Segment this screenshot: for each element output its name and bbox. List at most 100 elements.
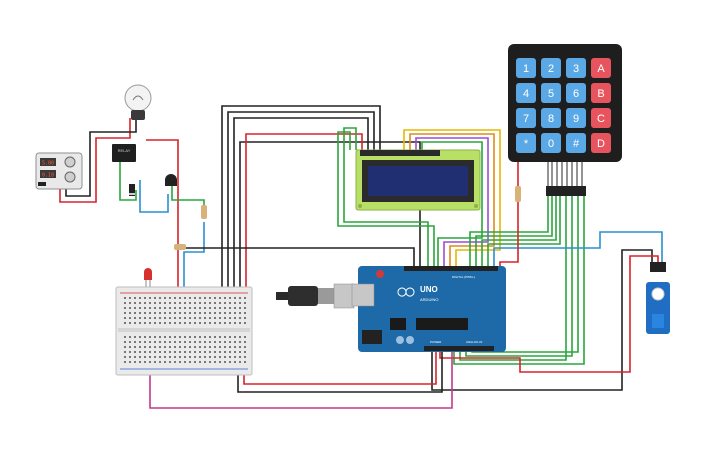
breadboard-hole bbox=[199, 312, 201, 314]
breadboard[interactable] bbox=[115, 286, 253, 376]
wire-black-2[interactable] bbox=[227, 111, 375, 290]
wire-black-3[interactable] bbox=[233, 117, 369, 290]
breadboard-hole bbox=[169, 336, 171, 338]
breadboard-hole bbox=[139, 322, 141, 324]
keypad-key-14[interactable] bbox=[566, 133, 586, 153]
keypad-key-10[interactable] bbox=[566, 108, 586, 128]
keypad-key-label: 9 bbox=[573, 113, 579, 125]
wire-keypad-6[interactable] bbox=[465, 196, 573, 357]
wire-relay-blue[interactable] bbox=[139, 180, 169, 213]
breadboard-hole bbox=[174, 307, 176, 309]
wire-servo-blue[interactable] bbox=[493, 231, 663, 268]
wire-red-resistor[interactable] bbox=[499, 160, 519, 268]
resistor-1[interactable] bbox=[201, 205, 207, 219]
wire-transistor-blue[interactable] bbox=[183, 222, 205, 292]
wire-red-lcd[interactable] bbox=[245, 133, 363, 290]
breadboard-hole bbox=[229, 322, 231, 324]
breadboard-hole bbox=[184, 356, 186, 358]
keypad-key-4[interactable] bbox=[516, 83, 536, 103]
servo-horn[interactable] bbox=[651, 287, 665, 301]
wire-relay-red[interactable] bbox=[146, 139, 179, 292]
arduino-reset-button[interactable] bbox=[376, 270, 384, 278]
led-red[interactable] bbox=[144, 268, 152, 292]
breadboard-hole bbox=[234, 356, 236, 358]
keypad-key-7[interactable] bbox=[591, 83, 611, 103]
keypad-key-15[interactable] bbox=[591, 133, 611, 153]
keypad-key-9[interactable] bbox=[541, 108, 561, 128]
resistor-2[interactable] bbox=[174, 244, 186, 250]
keypad-key-3[interactable] bbox=[591, 58, 611, 78]
keypad-key-1[interactable] bbox=[541, 58, 561, 78]
breadboard-hole bbox=[234, 312, 236, 314]
wire-green-lcd-1[interactable] bbox=[343, 127, 429, 268]
wire-black-bottom[interactable] bbox=[237, 350, 443, 393]
keypad-key-6[interactable] bbox=[566, 83, 586, 103]
wire-keypad-2[interactable] bbox=[475, 196, 553, 268]
breadboard-hole bbox=[159, 336, 161, 338]
usb-cable[interactable] bbox=[276, 283, 355, 309]
servo-motor[interactable] bbox=[646, 262, 670, 334]
wire-black-1[interactable] bbox=[221, 105, 381, 290]
power-knob-bottom[interactable] bbox=[64, 171, 76, 183]
breadboard-hole bbox=[149, 312, 151, 314]
breadboard-hole bbox=[244, 302, 246, 304]
breadboard-hole bbox=[189, 351, 191, 353]
breadboard-hole bbox=[174, 346, 176, 348]
wire-ps-red[interactable] bbox=[59, 118, 131, 203]
power-knob-top[interactable] bbox=[64, 156, 76, 168]
keypad-key-0[interactable] bbox=[516, 58, 536, 78]
wire-yellow-lcd[interactable] bbox=[403, 129, 501, 268]
wire-transistor-green[interactable] bbox=[171, 184, 205, 210]
wire-keypad-1[interactable] bbox=[469, 196, 549, 268]
wire-keypad-3[interactable] bbox=[481, 196, 557, 268]
wire-green-lcd-3[interactable] bbox=[421, 141, 483, 268]
breadboard-hole bbox=[144, 356, 146, 358]
breadboard-hole bbox=[209, 307, 211, 309]
diode[interactable] bbox=[129, 184, 135, 196]
breadboard-hole bbox=[244, 336, 246, 338]
wire-purple-lcd[interactable] bbox=[415, 137, 489, 268]
lcd-display[interactable] bbox=[355, 149, 481, 211]
breadboard-hole bbox=[214, 322, 216, 324]
wire-black-arduino[interactable] bbox=[176, 247, 415, 268]
breadboard-hole bbox=[204, 346, 206, 348]
power-supply[interactable]: 5.00 0.10 bbox=[35, 152, 83, 190]
resistor-3[interactable] bbox=[515, 186, 521, 202]
wire-green-lcd-2[interactable] bbox=[337, 131, 435, 268]
breadboard-hole bbox=[134, 351, 136, 353]
breadboard-hole bbox=[169, 351, 171, 353]
breadboard-hole bbox=[139, 336, 141, 338]
wire-orange-lcd[interactable] bbox=[409, 133, 495, 268]
breadboard-hole bbox=[194, 302, 196, 304]
breadboard-hole bbox=[229, 356, 231, 358]
keypad-key-12[interactable] bbox=[516, 133, 536, 153]
keypad-key-11[interactable] bbox=[591, 108, 611, 128]
breadboard-hole bbox=[144, 322, 146, 324]
breadboard-hole bbox=[139, 302, 141, 304]
keypad-key-5[interactable] bbox=[541, 83, 561, 103]
wire-servo-red[interactable] bbox=[439, 255, 659, 373]
wire-keypad-8[interactable] bbox=[453, 196, 585, 365]
wire-keypad-4[interactable] bbox=[487, 196, 561, 268]
wire-keypad-5[interactable] bbox=[459, 196, 567, 361]
wires bbox=[59, 105, 663, 409]
arduino-uno[interactable]: UNO ARDUINO DIGITAL (PWM~) POWER ANALOG … bbox=[351, 266, 506, 352]
breadboard-hole bbox=[174, 341, 176, 343]
keypad-key-8[interactable] bbox=[516, 108, 536, 128]
wire-red-bottom[interactable] bbox=[243, 350, 437, 385]
transistor[interactable] bbox=[165, 174, 177, 186]
breadboard-hole bbox=[164, 317, 166, 319]
wire-ps-black[interactable] bbox=[65, 118, 137, 197]
light-bulb[interactable] bbox=[124, 84, 152, 120]
breadboard-hole bbox=[139, 351, 141, 353]
keypad-key-label: 6 bbox=[573, 88, 579, 100]
breadboard-hole bbox=[214, 312, 216, 314]
relay[interactable]: RELAY bbox=[112, 144, 136, 162]
bulb-glass bbox=[124, 84, 152, 112]
keypad-key-13[interactable] bbox=[541, 133, 561, 153]
breadboard-hole bbox=[164, 346, 166, 348]
wire-relay-green[interactable] bbox=[119, 160, 137, 201]
keypad-key-2[interactable] bbox=[566, 58, 586, 78]
